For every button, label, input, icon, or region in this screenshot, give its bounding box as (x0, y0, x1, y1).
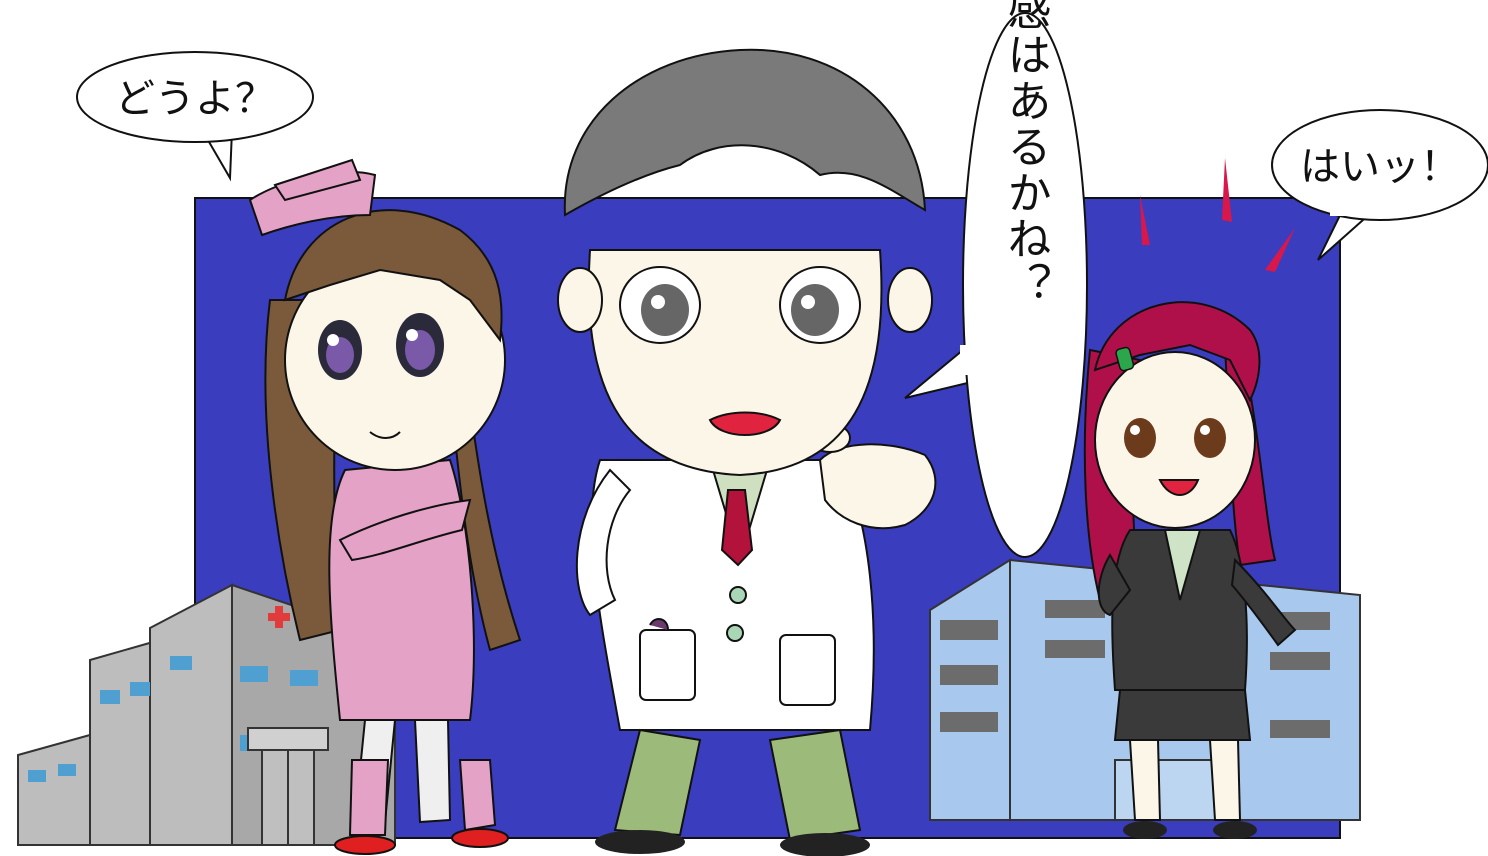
red-cross-icon (268, 606, 290, 628)
doctor-speech-bubble: 君に使命感はあるかね？ (904, 0, 1088, 558)
student-speech-bubble: はいッ！ (1271, 109, 1488, 261)
doctor-speech-text: 君に使命感はあるかね？ (1000, 0, 1052, 308)
nurse-speech-bubble: どうよ？ (76, 51, 314, 182)
student-speech-text: はいッ！ (1300, 144, 1460, 190)
nurse-speech-text: どうよ？ (115, 76, 275, 122)
doctor-character (557, 48, 937, 856)
student-character (1083, 301, 1297, 839)
nurse-character (248, 158, 522, 855)
emphasis-marks (1140, 158, 1295, 272)
